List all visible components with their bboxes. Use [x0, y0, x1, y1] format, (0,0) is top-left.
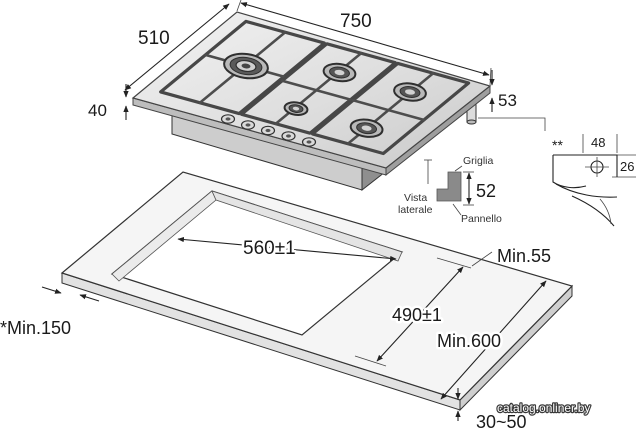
- dimension-front-clearance: *Min.150: [0, 286, 100, 338]
- hob: [131, 11, 492, 177]
- detail-marker: **: [552, 137, 563, 153]
- hob-thickness-label: 40: [88, 101, 107, 120]
- cutout-depth-label: 490±1: [392, 305, 442, 325]
- side-view: Griglia Vista laterale 52 Pannello: [398, 155, 502, 225]
- dimension-hob-height: 53: [489, 70, 517, 112]
- watermark: catalog.onliner.by: [497, 401, 590, 415]
- detail-profile: ** 48 26: [552, 134, 636, 227]
- knob-icon: [281, 131, 296, 141]
- knob-icon: [240, 120, 256, 130]
- cutout-width-label: 560±1: [243, 238, 296, 259]
- side-view-height-label: 52: [476, 181, 496, 201]
- dimension-countertop-depth: Min.600: [435, 280, 547, 400]
- dimension-back-clearance: Min.55: [436, 246, 551, 269]
- dimension-cutout-depth: 490±1: [354, 266, 464, 367]
- back-clearance-label: Min.55: [497, 246, 551, 266]
- burner-front-middle: [283, 101, 309, 116]
- dimension-countertop-thickness: 30~50: [455, 388, 527, 430]
- dimension-cutout-width: 560±1: [177, 236, 397, 262]
- knob-icon: [301, 137, 317, 147]
- countertop-depth-label: Min.600: [437, 331, 501, 351]
- side-view-bracket: [436, 171, 462, 202]
- dimension-hob-width: 750: [236, 0, 492, 86]
- side-view-title-line1: Vista: [404, 192, 427, 204]
- hob-width-label: 750: [340, 11, 372, 32]
- front-clearance-label: *Min.150: [0, 318, 71, 338]
- hob-depth-label: 510: [138, 28, 170, 49]
- side-view-title-line2: laterale: [398, 204, 433, 216]
- detail-width-label: 48: [591, 135, 605, 150]
- grid-label: Griglia: [463, 155, 494, 167]
- burner-front-right: [349, 118, 384, 138]
- countertop: [60, 171, 574, 412]
- burner-rear-right: [393, 82, 427, 102]
- detail-leader-line: [478, 117, 546, 131]
- dimension-hob-thickness: 40: [88, 84, 129, 120]
- knob-icon: [260, 125, 276, 136]
- detail-height-label: 26: [620, 159, 634, 174]
- countertop-thickness-label: 30~50: [476, 412, 527, 430]
- control-knobs: [220, 114, 317, 147]
- knob-icon: [220, 114, 236, 124]
- panel-label: Pannello: [461, 213, 502, 225]
- hob-height-label: 53: [498, 91, 517, 110]
- dimension-hob-depth: 510: [124, 3, 230, 91]
